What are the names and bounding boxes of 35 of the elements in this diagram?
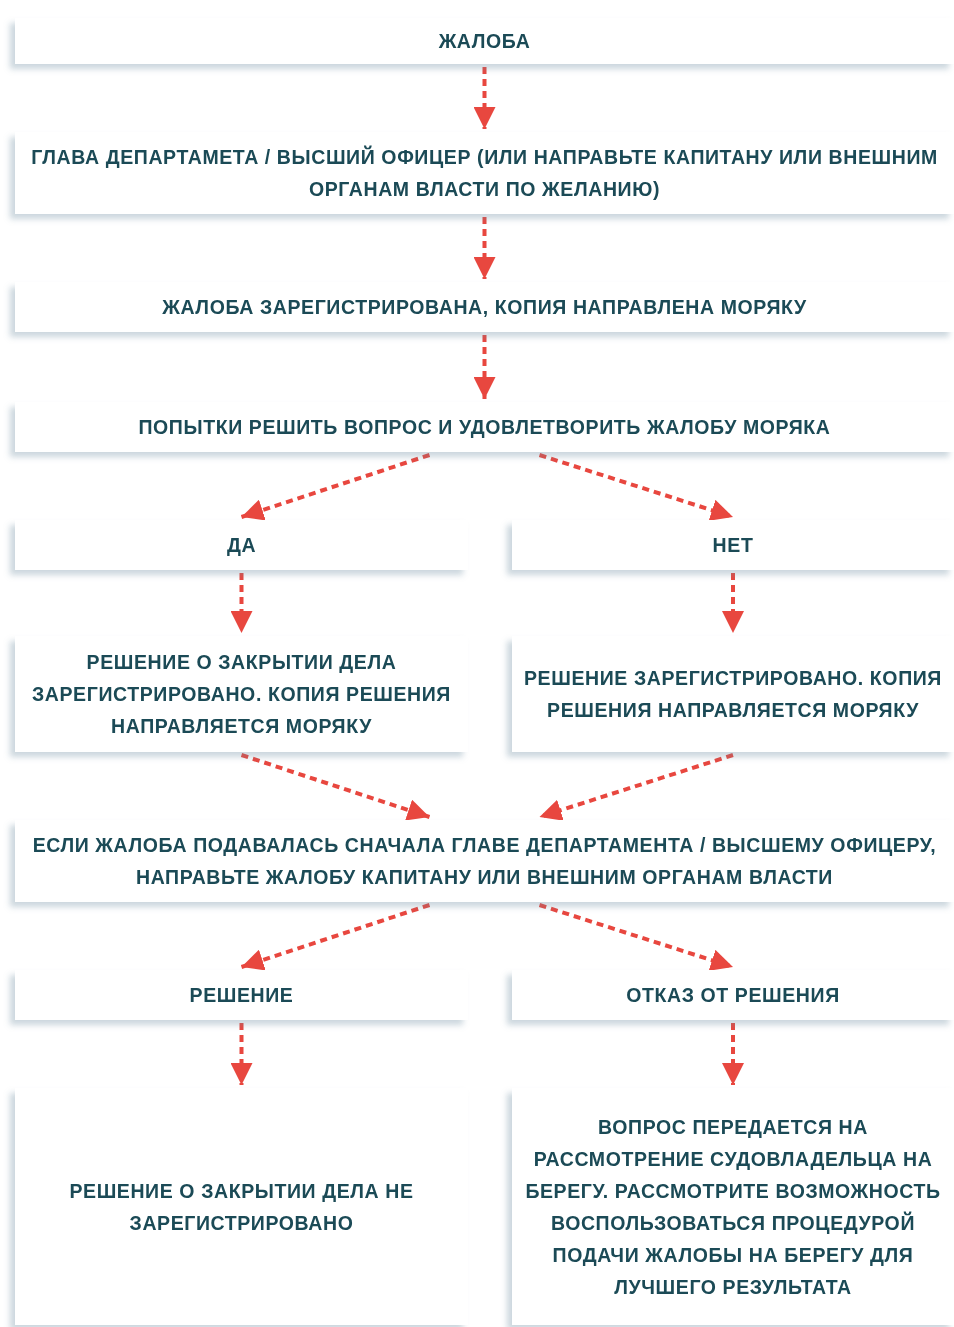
process-box <box>512 520 954 570</box>
arrow <box>538 453 734 521</box>
box-text: ЖАЛОБА <box>438 29 531 54</box>
box-text: ГЛАВА ДЕПАРТАМЕТА / ВЫСШИЙ ОФИЦЕР (ИЛИ НАПРАВЬТЕ КАПИТАНУ ИЛИ ВНЕШНИМ ОРГАНАМ ВЛАСТИ ПО ЖЕЛАНИЮ) <box>30 144 939 202</box>
arrow <box>722 1023 744 1085</box>
process-box <box>512 1088 954 1325</box>
box-text: РЕШЕНИЕ О ЗАКРЫТИИ ДЕЛА ЗАРЕГИСТРИРОВАНО. КОПИЯ РЕШЕНИЯ НАПРАВЛЯЕТСЯ МОРЯКУ <box>31 650 452 739</box>
arrow <box>230 573 253 633</box>
box-text: ЖАЛОБА ЗАРЕГИСТРИРОВАНА, КОПИЯ НАПРАВЛЕНА МОРЯКУ <box>162 295 807 320</box>
process-box <box>512 636 954 752</box>
box-text: РЕШЕНИЕ О ЗАКРЫТИИ ДЕЛА НЕ ЗАРЕГИСТРИРОВАНО <box>68 1178 415 1236</box>
process-box <box>15 282 954 332</box>
box-text: РЕШЕНИЕ <box>189 983 294 1008</box>
arrow <box>240 753 431 821</box>
box-text: ЕСЛИ ЖАЛОБА ПОДАВАЛАСЬ СНАЧАЛА ГЛАВЕ ДЕПАРТАМЕНТА / ВЫСШЕМУ ОФИЦЕРУ, НАПРАВЬТЕ ЖАЛОБУ КАПИТАНУ ИЛИ ВНЕШНИМ ОРГАНАМ ВЛАСТИ <box>31 833 938 890</box>
box-text: ОТКАЗ ОТ РЕШЕНИЯ <box>626 983 840 1008</box>
process-box <box>15 402 954 452</box>
process-box <box>512 970 954 1020</box>
arrow <box>473 67 496 129</box>
process-box <box>15 18 954 64</box>
box-text: ПОПЫТКИ РЕШИТЬ ВОПРОС И УДОВЛЕТВОРИТЬ ЖАЛОБУ МОРЯКА <box>138 415 831 440</box>
process-box <box>15 132 954 214</box>
arrow <box>473 217 496 279</box>
arrow <box>722 573 744 633</box>
arrow <box>240 903 431 971</box>
arrow <box>240 453 431 521</box>
box-text: НЕТ <box>712 533 754 558</box>
arrow <box>230 1023 253 1085</box>
process-box <box>15 820 954 902</box>
box-text: ВОПРОС ПЕРЕДАЕТСЯ НА РАССМОТРЕНИЕ СУДОВЛАДЕЛЬЦА НА БЕРЕГУ. РАССМОТРИТЕ ВОЗМОЖНОСТЬ ВОСПОЛЬЗОВАТЬСЯ ПРОЦЕДУРОЙ ПОДАЧИ ЖАЛОБЫ НА БЕРЕГУ ДЛЯ ЛУЧШЕГО РЕЗУЛЬТАТА <box>524 1114 942 1300</box>
box-text: РЕШЕНИЕ ЗАРЕГИСТРИРОВАНО. КОПИЯ РЕШЕНИЯ НАПРАВЛЯЕТСЯ МОРЯКУ <box>523 666 943 723</box>
arrow <box>538 903 734 971</box>
arrow <box>538 753 734 821</box>
arrow <box>473 335 496 399</box>
box-text: ДА <box>226 533 257 558</box>
